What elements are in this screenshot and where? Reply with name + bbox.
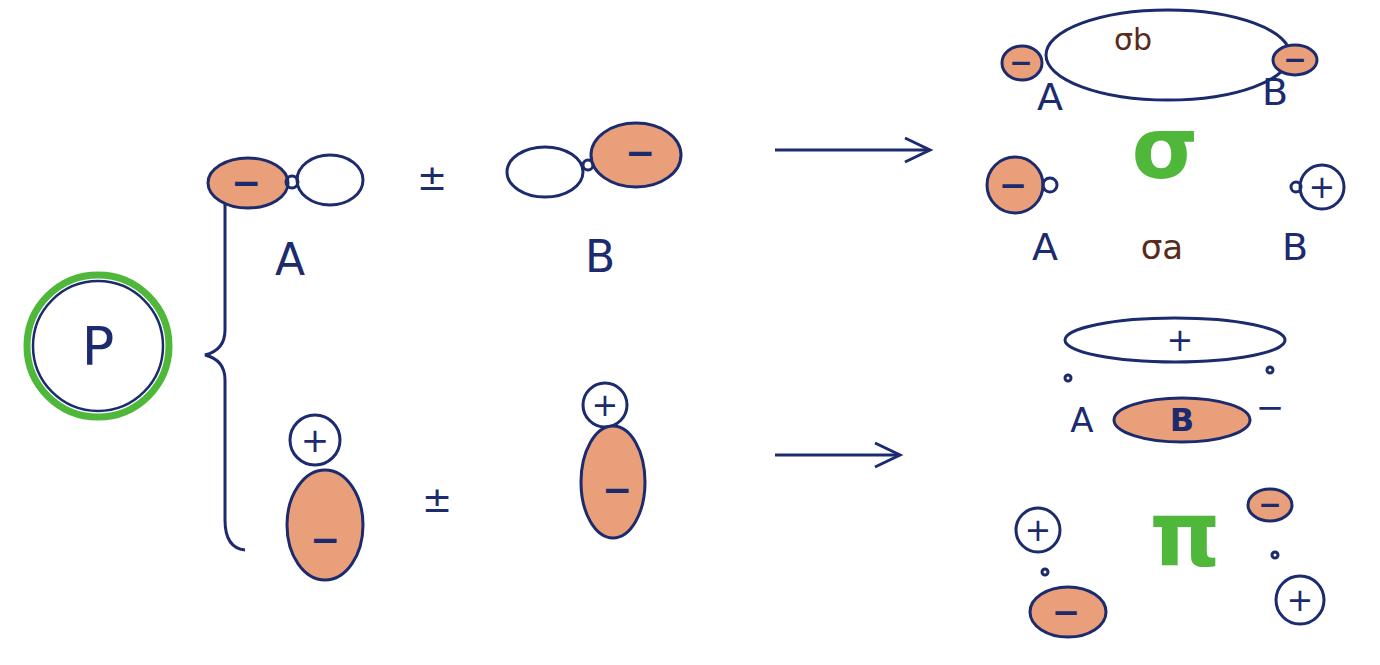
- sign: −: [1283, 46, 1306, 74]
- atom-label: A: [275, 238, 305, 282]
- atom-label: B: [1282, 228, 1308, 266]
- orbital-name: σb: [1114, 25, 1152, 55]
- atom-label: A: [1070, 403, 1093, 437]
- atom-label: B: [1262, 73, 1288, 111]
- sign: −: [602, 472, 632, 508]
- operator: ±: [422, 482, 452, 518]
- atom-label: A: [1037, 78, 1063, 116]
- symmetry-symbol: σ: [1132, 105, 1199, 191]
- sign: +: [301, 423, 330, 457]
- sign: −: [625, 135, 655, 171]
- atom-label: A: [1032, 228, 1058, 266]
- atom-label: B: [585, 235, 615, 279]
- element-letter: P: [82, 315, 115, 378]
- sign: +: [592, 389, 619, 421]
- sign: −: [310, 522, 340, 558]
- sign: −: [1009, 49, 1032, 77]
- sign: +: [1025, 514, 1052, 546]
- symmetry-symbol: π: [1149, 490, 1220, 580]
- atom-label: −: [1256, 390, 1285, 424]
- sign: +: [1167, 324, 1194, 356]
- orbital-name: σa: [1141, 230, 1183, 264]
- element-circle: P: [22, 270, 174, 422]
- sign: −: [231, 165, 261, 201]
- sign: +: [1287, 584, 1314, 616]
- sign: −: [1258, 491, 1281, 519]
- operator: ±: [417, 160, 447, 196]
- sign: B: [1170, 404, 1194, 436]
- sign: +: [1309, 171, 1336, 203]
- sign: −: [1052, 595, 1081, 629]
- sign: −: [999, 168, 1028, 202]
